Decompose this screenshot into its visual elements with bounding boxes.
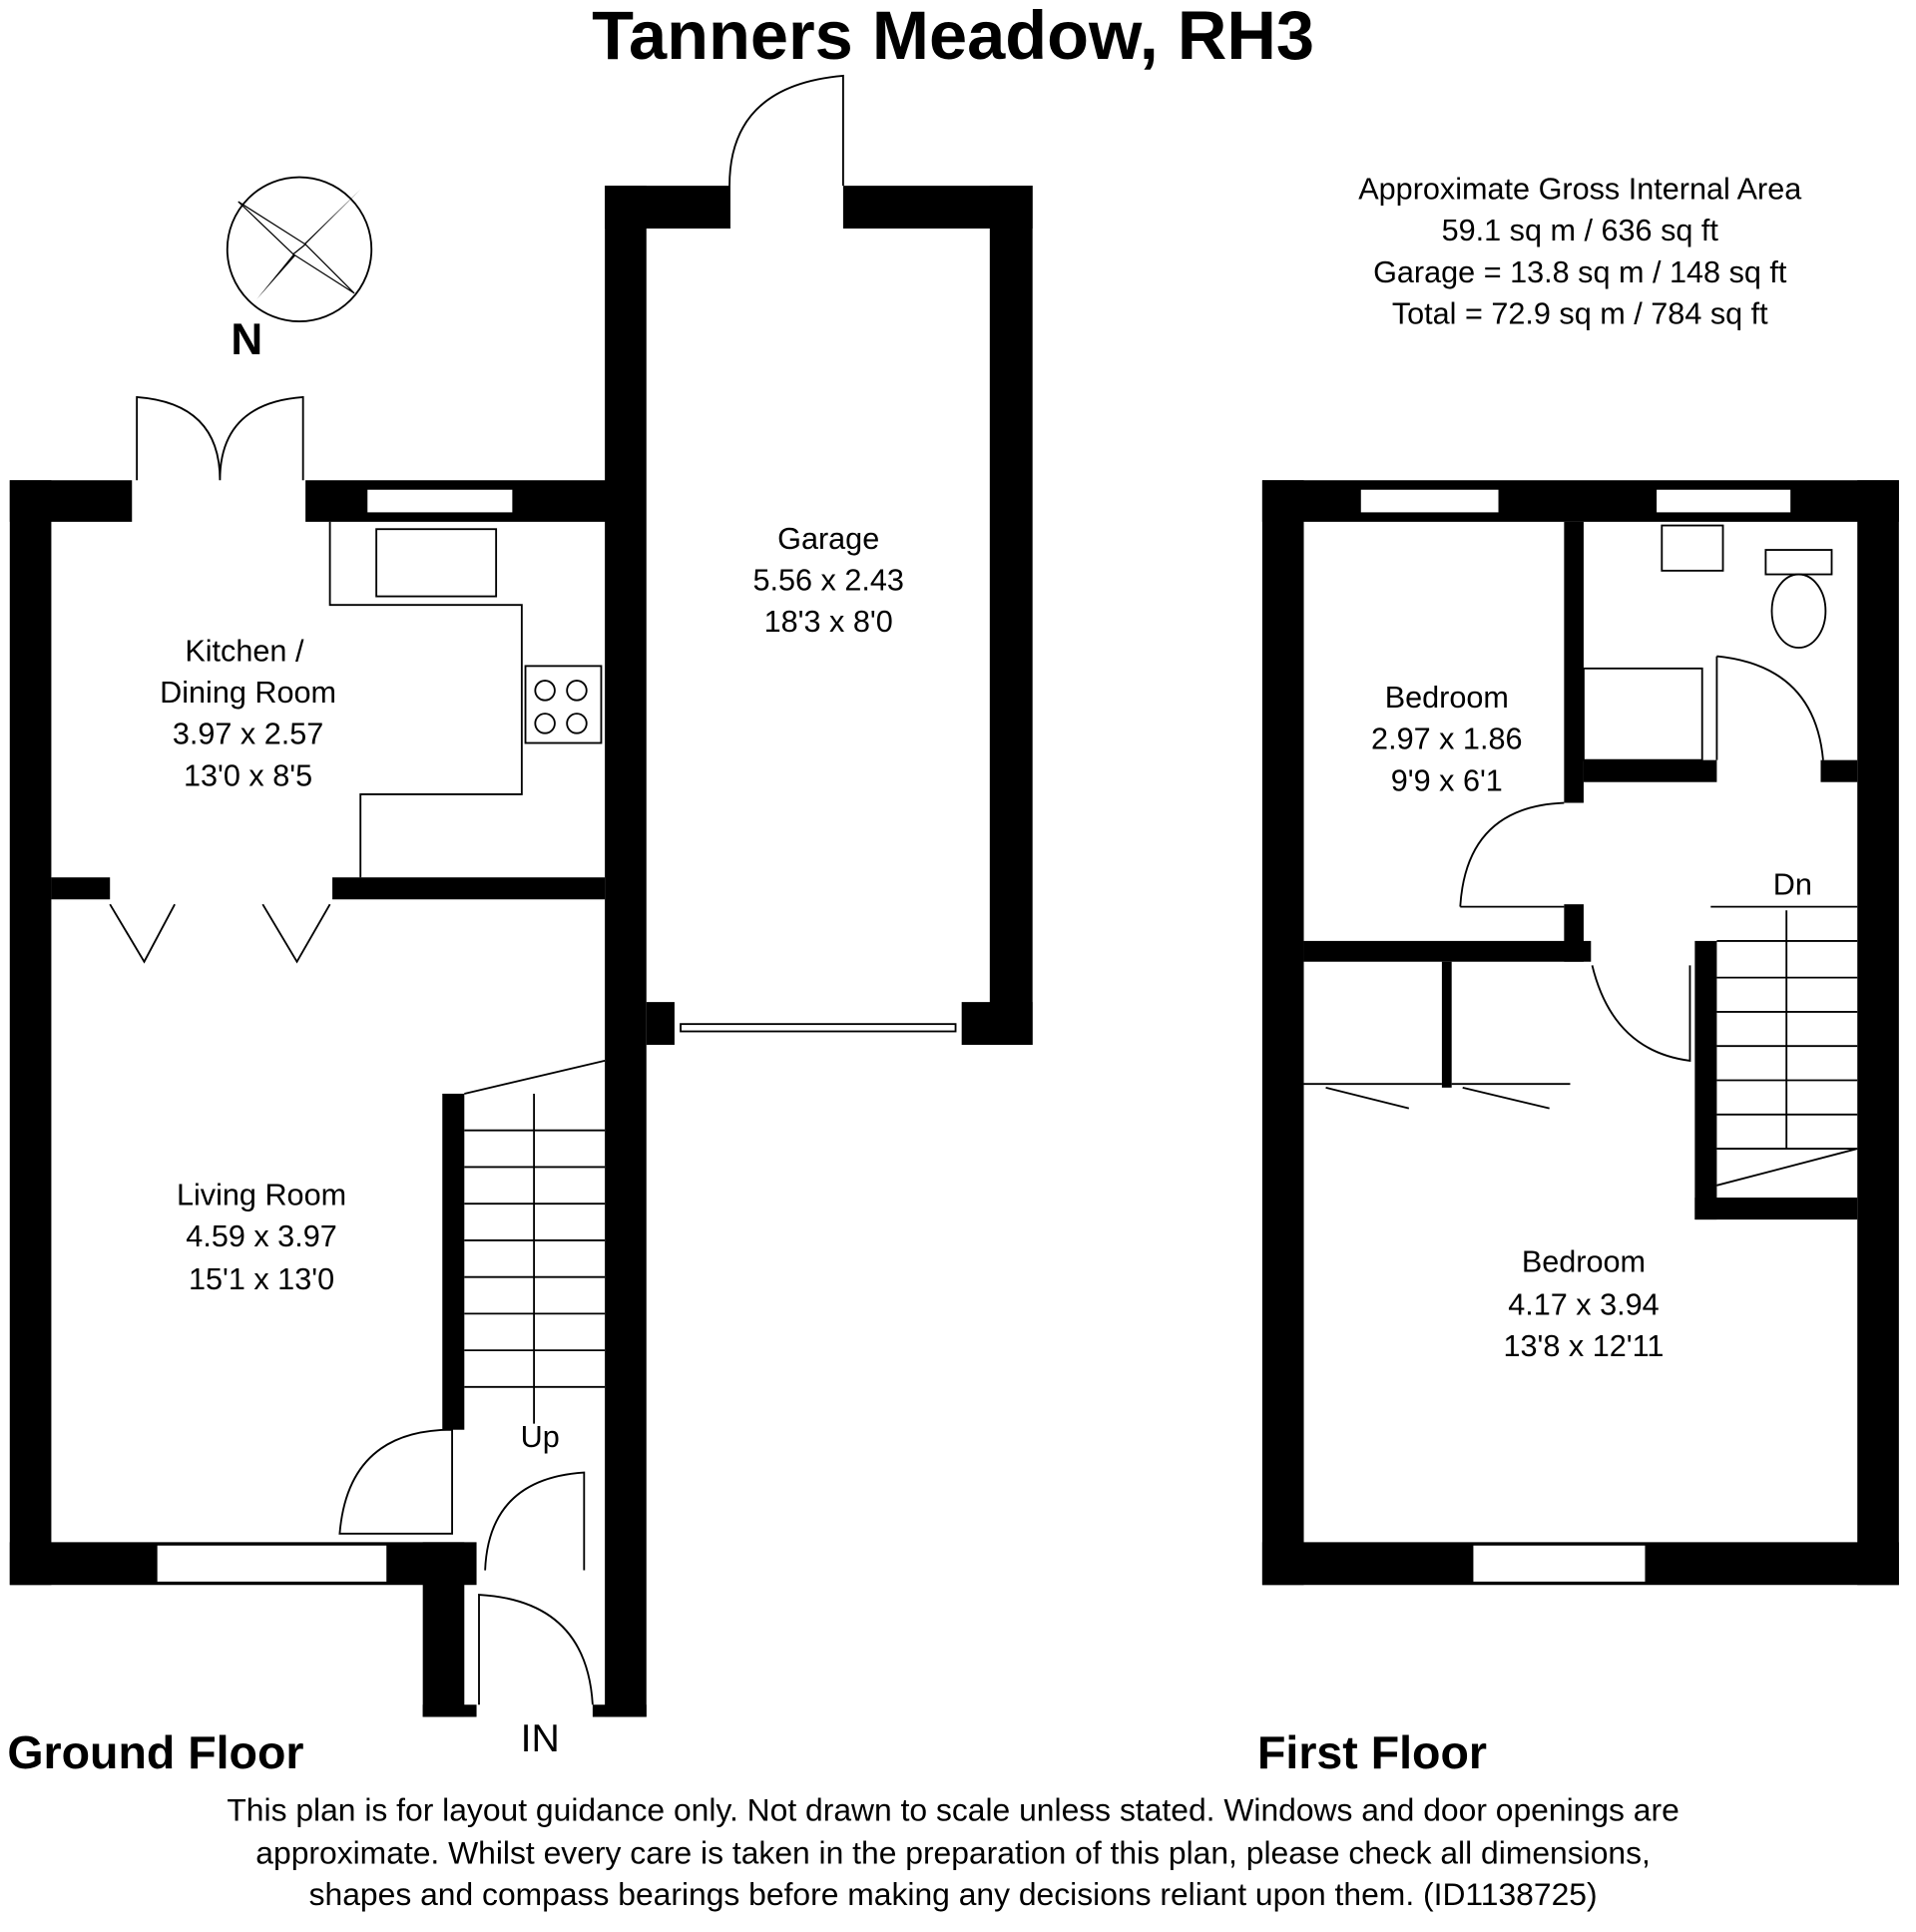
first-floor-walls: Dn	[1261, 480, 1899, 1586]
room-living: Living Room 4.59 x 3.97 15'1 x 13'0	[177, 1178, 346, 1295]
room-metric: 4.59 x 3.97	[186, 1219, 336, 1253]
room-metric: 3.97 x 2.57	[173, 718, 323, 751]
first-floor-label: First Floor	[1257, 1726, 1487, 1778]
room-imperial: 13'8 x 12'11	[1503, 1329, 1664, 1363]
room-metric: 2.97 x 1.86	[1371, 723, 1522, 756]
disclaimer: This plan is for layout guidance only. N…	[227, 1792, 1678, 1912]
room-name: Bedroom	[1385, 681, 1509, 715]
room-imperial: 15'1 x 13'0	[189, 1262, 334, 1296]
area-heading: Approximate Gross Internal Area	[1358, 173, 1802, 207]
entrance-label: IN	[521, 1717, 560, 1760]
room-metric: 4.17 x 3.94	[1508, 1288, 1659, 1322]
disclaimer-line: approximate. Whilst every care is taken …	[255, 1834, 1651, 1870]
stairs-down-label: Dn	[1773, 867, 1812, 901]
area-main: 59.1 sq m / 636 sq ft	[1442, 214, 1719, 247]
room-name: Garage	[777, 522, 879, 556]
room-name-line2: Dining Room	[160, 676, 336, 710]
room-bedroom-2: Bedroom 2.97 x 1.86 9'9 x 6'1	[1371, 681, 1522, 797]
room-name: Living Room	[177, 1178, 346, 1211]
area-summary: Approximate Gross Internal Area 59.1 sq …	[1358, 173, 1802, 331]
room-kitchen-dining: Kitchen / Dining Room 3.97 x 2.57 13'0 x…	[160, 634, 336, 792]
room-imperial: 18'3 x 8'0	[764, 605, 893, 639]
room-name: Kitchen /	[185, 634, 304, 668]
room-name: Bedroom	[1522, 1245, 1646, 1279]
room-metric: 5.56 x 2.43	[752, 563, 903, 597]
area-garage: Garage = 13.8 sq m / 148 sq ft	[1373, 255, 1787, 289]
ground-floor-label: Ground Floor	[7, 1726, 303, 1778]
room-imperial: 9'9 x 6'1	[1391, 763, 1503, 797]
disclaimer-line: This plan is for layout guidance only. N…	[227, 1792, 1678, 1828]
room-bedroom-1: Bedroom 4.17 x 3.94 13'8 x 12'11	[1503, 1245, 1664, 1363]
room-garage: Garage 5.56 x 2.43 18'3 x 8'0	[752, 522, 903, 639]
plan-title: Tanners Meadow, RH3	[592, 0, 1314, 74]
stairs-up-label: Up	[521, 1420, 560, 1454]
disclaimer-line: shapes and compass bearings before makin…	[309, 1876, 1598, 1912]
room-imperial: 13'0 x 8'5	[184, 758, 312, 792]
ground-floor-walls: Up IN	[9, 74, 1033, 1760]
compass-north-label: N	[231, 315, 262, 364]
compass-icon: N	[226, 176, 373, 364]
area-total: Total = 72.9 sq m / 784 sq ft	[1392, 297, 1768, 331]
